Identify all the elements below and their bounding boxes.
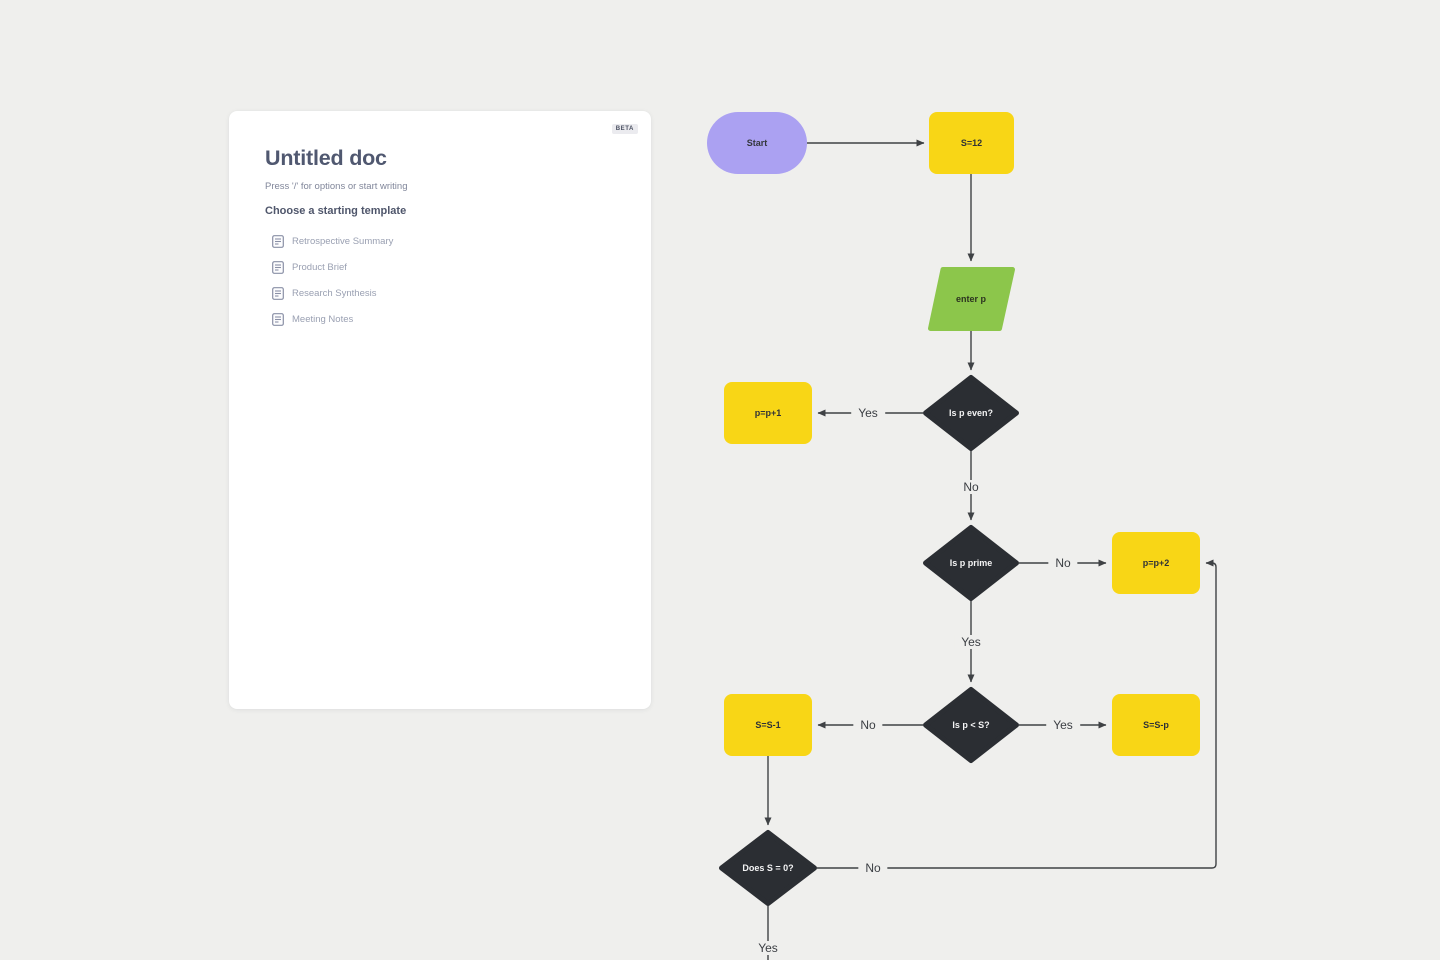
document-panel: BETA Untitled doc Press '/' for options …	[229, 111, 651, 709]
document-icon	[272, 286, 284, 300]
node-p-plus-2[interactable]: p=p+2	[1112, 532, 1200, 594]
document-icon	[272, 312, 284, 326]
template-label: Retrospective Summary	[292, 235, 394, 247]
beta-badge: BETA	[611, 124, 638, 134]
template-item-retrospective-summary[interactable]: Retrospective Summary	[265, 228, 615, 254]
template-heading: Choose a starting template	[265, 205, 407, 217]
node-p-plus-1[interactable]: p=p+1	[724, 382, 812, 444]
document-icon	[272, 234, 284, 248]
template-label: Meeting Notes	[292, 313, 354, 325]
template-label: Research Synthesis	[292, 287, 377, 299]
node-start[interactable]: Start	[707, 112, 807, 174]
template-label: Product Brief	[292, 261, 347, 273]
template-list: Retrospective Summary Product Brief Rese…	[265, 228, 615, 332]
node-is-p-prime-shape[interactable]	[923, 525, 1019, 601]
edge-label-lt-yes: Yes	[1046, 718, 1080, 732]
node-s-minus-1[interactable]: S=S-1	[724, 694, 812, 756]
edge-label-zero-no: No	[858, 861, 888, 875]
edge-label-even-yes: Yes	[851, 406, 885, 420]
edge-label-prime-no: No	[1048, 556, 1078, 570]
doc-placeholder[interactable]: Press '/' for options or start writing	[265, 181, 408, 192]
edge-label-even-no: No	[956, 480, 986, 494]
connector-doess0-no-loop	[817, 559, 1217, 869]
node-s-minus-p[interactable]: S=S-p	[1112, 694, 1200, 756]
template-item-product-brief[interactable]: Product Brief	[265, 254, 615, 280]
edge-label-zero-yes: Yes	[751, 941, 785, 955]
node-is-p-lt-s-shape[interactable]	[923, 687, 1019, 763]
node-p-plus-1-label: p=p+1	[754, 408, 782, 418]
node-s-init[interactable]: S=12	[929, 112, 1014, 174]
edge-label-prime-yes: Yes	[954, 635, 988, 649]
node-start-label: Start	[746, 138, 768, 148]
node-is-p-even-shape[interactable]	[923, 375, 1019, 451]
template-item-meeting-notes[interactable]: Meeting Notes	[265, 306, 615, 332]
edge-label-lt-no: No	[853, 718, 883, 732]
document-icon	[272, 260, 284, 274]
doc-title[interactable]: Untitled doc	[265, 146, 387, 170]
node-does-s-eq-0-shape[interactable]	[719, 830, 817, 906]
document-content: Untitled doc Press '/' for options or st…	[229, 111, 651, 332]
node-p-plus-2-label: p=p+2	[1142, 558, 1170, 568]
node-s-minus-p-label: S=S-p	[1143, 720, 1169, 730]
node-s-minus-1-label: S=S-1	[755, 720, 781, 730]
node-s-init-label: S=12	[960, 138, 983, 148]
node-enter-p-shape[interactable]	[928, 267, 1015, 331]
template-item-research-synthesis[interactable]: Research Synthesis	[265, 280, 615, 306]
